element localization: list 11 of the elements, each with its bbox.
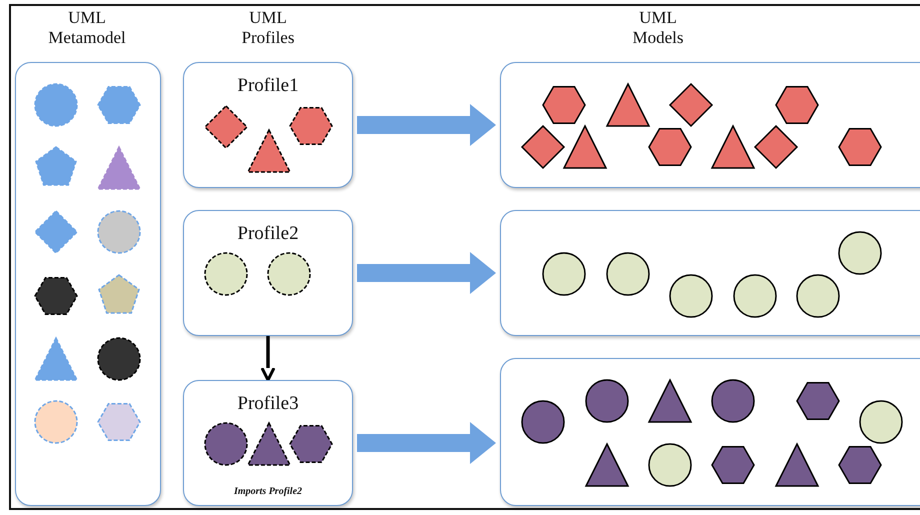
block-arrow (357, 252, 496, 294)
box-title: Profile1 (237, 75, 299, 97)
arrow (260, 336, 276, 382)
box-title: Profile2 (237, 223, 299, 245)
column-heading: UML Profiles (242, 8, 294, 48)
box-title: Profile3 (237, 393, 299, 415)
column-heading: UML Models (632, 8, 684, 48)
block-arrow (357, 104, 496, 146)
block-arrow (357, 422, 496, 464)
box-note: Imports Profile2 (232, 486, 304, 497)
column-heading: UML Metamodel (48, 8, 126, 48)
